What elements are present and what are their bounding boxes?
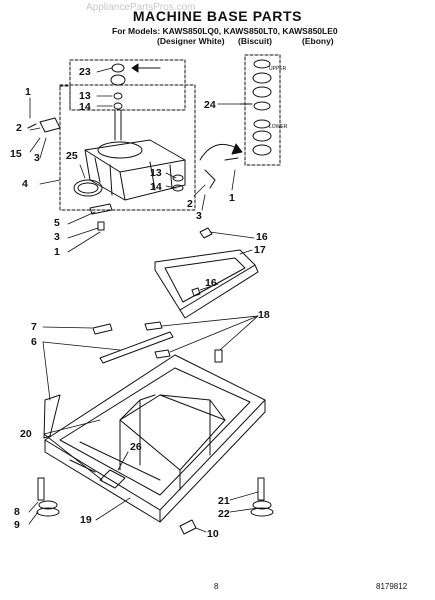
callout-6: 6 (31, 336, 37, 348)
callout-10: 10 (207, 528, 219, 540)
callout-3-b: 3 (196, 210, 202, 222)
lower-label: LOWER (269, 124, 288, 130)
callout-9: 9 (14, 519, 20, 531)
variant-ebony: (Ebony) (302, 36, 334, 46)
callout-14-b: 14 (150, 181, 162, 193)
machine-base-frame (44, 354, 266, 523)
gearcase-assembly (27, 84, 243, 231)
document-number: 8179812 (376, 582, 408, 591)
callout-23: 23 (79, 66, 91, 78)
callout-22: 22 (218, 508, 230, 520)
clutch-subassembly-box (59, 59, 186, 111)
callout-25: 25 (66, 150, 78, 162)
callout-13: 13 (79, 90, 91, 102)
callout-24: 24 (204, 99, 216, 111)
callout-19: 19 (80, 514, 92, 526)
callout-16-b: 16 (205, 277, 217, 289)
ring-parts-column: UPPER LOWER (239, 54, 288, 166)
variant-biscuit: (Biscuit) (238, 36, 272, 46)
small-parts (43, 321, 223, 439)
callout-1-c: 1 (54, 246, 60, 258)
callout-18: 18 (258, 309, 270, 321)
upper-label: UPPER (269, 66, 287, 72)
callout-2: 2 (16, 122, 22, 134)
callout-2-b: 2 (187, 198, 193, 210)
callout-21: 21 (218, 495, 230, 507)
callout-1: 1 (25, 86, 31, 98)
leveling-legs (36, 477, 274, 535)
callout-1-b: 1 (229, 192, 235, 204)
leader-lines (28, 67, 259, 533)
callout-8: 8 (14, 506, 20, 518)
bracket-17 (154, 227, 259, 319)
callout-4: 4 (22, 178, 28, 190)
callout-16: 16 (256, 231, 268, 243)
callout-7: 7 (31, 321, 37, 333)
watermark: AppliancePartsPros.com (86, 2, 196, 13)
callout-13-b: 13 (150, 167, 162, 179)
callout-5: 5 (54, 217, 60, 229)
page-number: 8 (214, 582, 219, 591)
callout-26: 26 (130, 441, 142, 453)
callout-17: 17 (254, 244, 266, 256)
page-title: MACHINE BASE PARTS (132, 8, 303, 24)
variant-designer-white: (Designer White) (157, 36, 225, 46)
callout-15: 15 (10, 148, 22, 160)
callout-3-c: 3 (54, 231, 60, 243)
callout-14: 14 (79, 101, 91, 113)
callout-3: 3 (34, 152, 40, 164)
callout-20: 20 (20, 428, 32, 440)
models-line: For Models: KAWS850LQ0, KAWS850LT0, KAWS… (112, 26, 338, 36)
